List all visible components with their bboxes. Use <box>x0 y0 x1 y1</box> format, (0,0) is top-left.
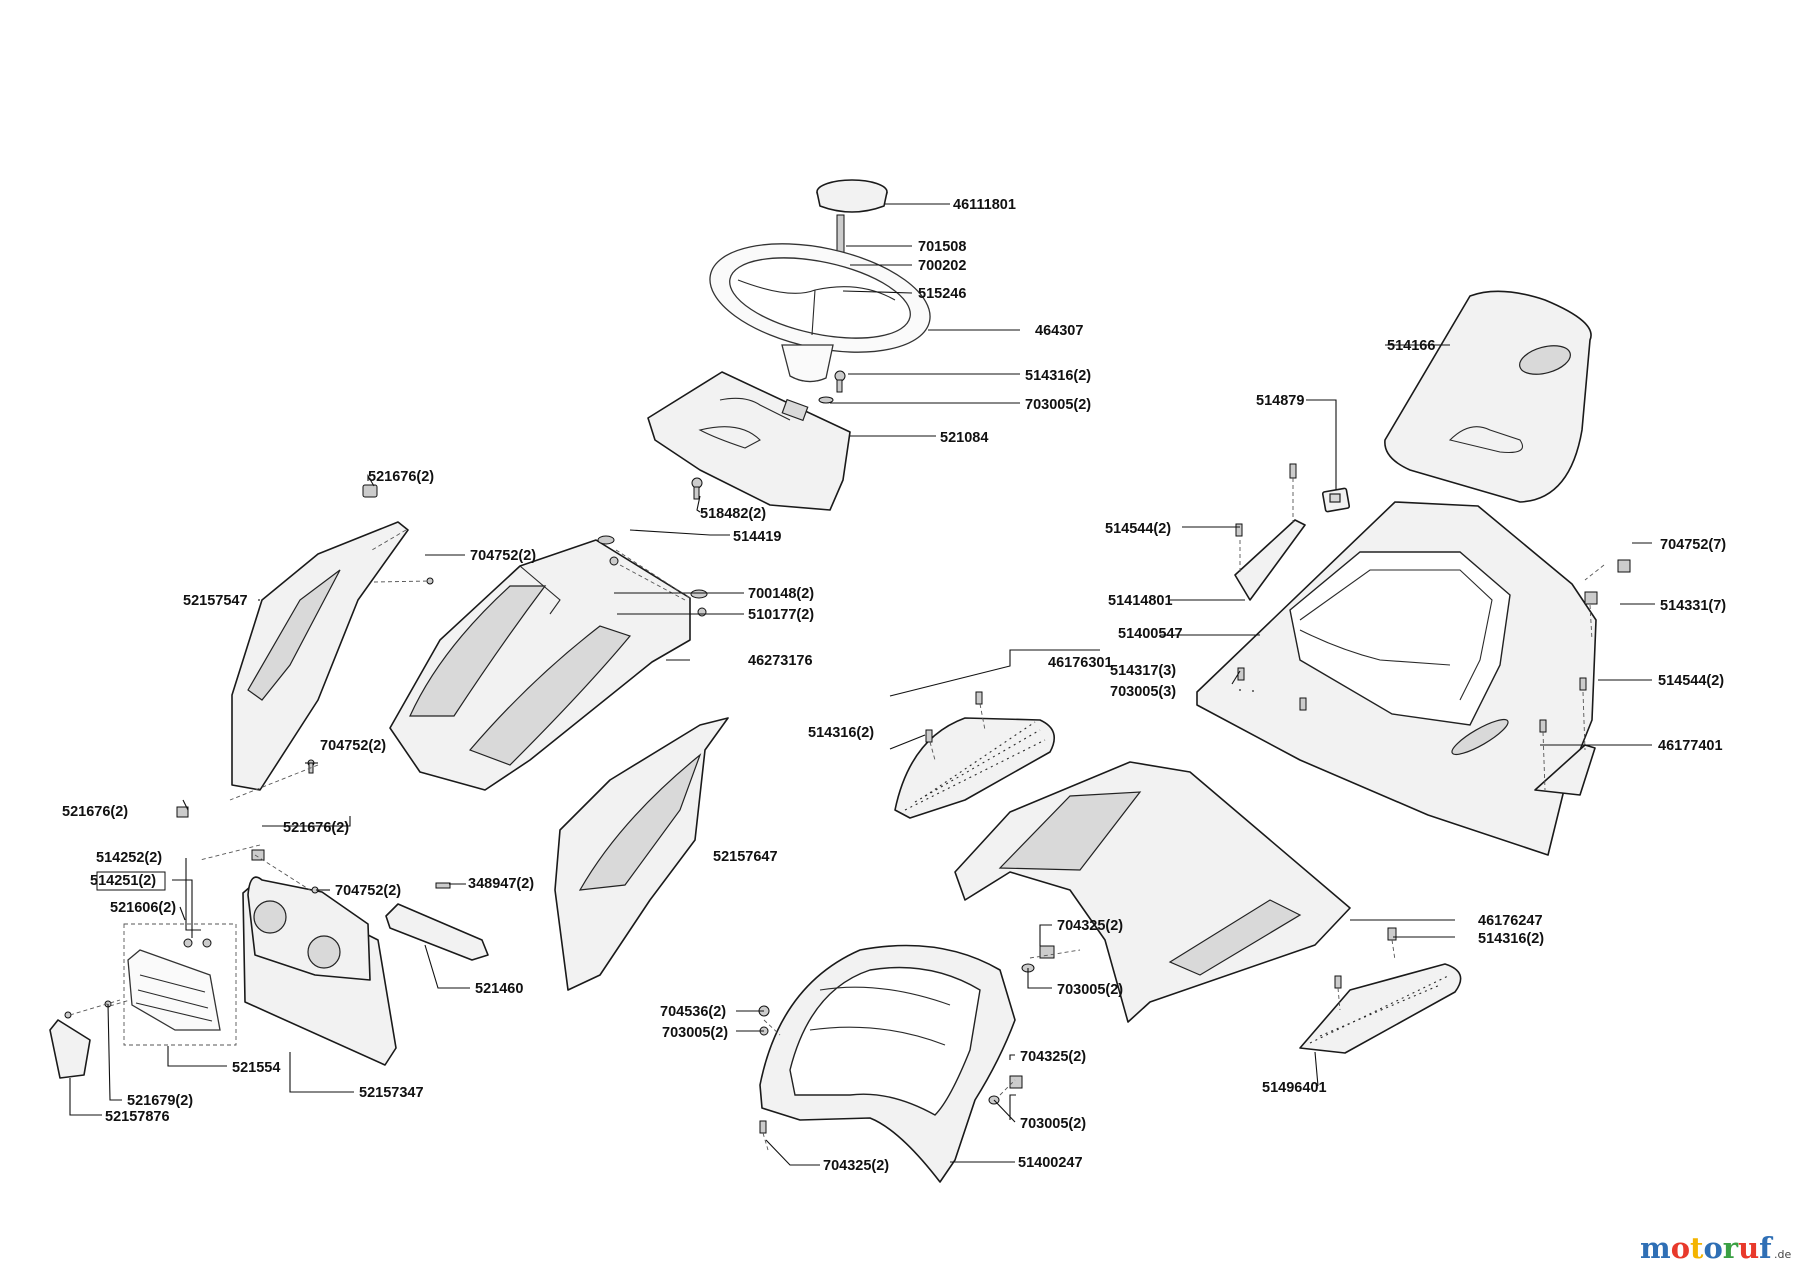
label-510177: 510177(2) <box>748 607 814 623</box>
label-514544-b: 514544(2) <box>1658 673 1724 689</box>
label-703005-c: 703005(2) <box>662 1025 728 1041</box>
rear-bracket-part <box>1234 519 1306 601</box>
front-emblem-part <box>49 1019 91 1079</box>
left-side-panel-part <box>231 521 409 791</box>
label-51414801: 51414801 <box>1108 593 1173 609</box>
label-514331: 514331(7) <box>1660 598 1726 614</box>
hood-washer-part <box>597 535 708 617</box>
seat-part <box>1384 290 1592 503</box>
front-body-part <box>759 944 1016 1183</box>
label-46176301: 46176301 <box>1048 655 1113 671</box>
label-704752-c: 704752(2) <box>335 883 401 899</box>
label-514879: 514879 <box>1256 393 1304 409</box>
dashboard-panel-part <box>647 371 851 511</box>
label-46111801: 46111801 <box>953 197 1016 213</box>
label-703005-low: 703005(2) <box>1057 982 1123 998</box>
label-51400547: 51400547 <box>1118 626 1183 642</box>
label-700148: 700148(2) <box>748 586 814 602</box>
headlight-lens-part <box>123 923 237 1046</box>
hood-part <box>389 539 691 791</box>
label-521676-c: 521676(2) <box>283 820 349 836</box>
part-number-labels: 46111801 701508 700202 515246 464307 514… <box>62 197 1726 1174</box>
label-701508: 701508 <box>918 239 966 255</box>
label-348947: 348947(2) <box>468 876 534 892</box>
label-704752-b: 704752(2) <box>320 738 386 754</box>
label-514251: 514251(2) <box>90 873 156 889</box>
label-700202: 700202 <box>918 258 966 274</box>
motoruf-logo: motoruf .de <box>1640 1231 1791 1265</box>
label-518482: 518482(2) <box>700 506 766 522</box>
label-52157647: 52157647 <box>713 849 778 865</box>
label-704536: 704536(2) <box>660 1004 726 1020</box>
label-703005-top: 703005(2) <box>1025 397 1091 413</box>
left-footrest-part <box>894 717 1056 819</box>
label-515246: 515246 <box>918 286 966 302</box>
label-52157547: 52157547 <box>183 593 248 609</box>
label-521554: 521554 <box>232 1060 280 1076</box>
label-703005-d: 703005(2) <box>1020 1116 1086 1132</box>
leader-lines <box>69 203 1655 1166</box>
steering-wheel-part <box>709 243 931 383</box>
label-521676-b: 521676(2) <box>62 804 128 820</box>
right-footrest-part <box>1299 963 1462 1054</box>
steering-cap-part <box>816 179 888 213</box>
label-704325-b: 704325(2) <box>1020 1049 1086 1065</box>
support-bracket-part <box>385 903 489 961</box>
label-514316-low: 514316(2) <box>1478 931 1544 947</box>
label-704752-a: 704752(2) <box>470 548 536 564</box>
label-521606: 521606(2) <box>110 900 176 916</box>
label-514317: 514317(3) <box>1110 663 1176 679</box>
label-704325-c: 704325(2) <box>823 1158 889 1174</box>
logo-tld: .de <box>1774 1248 1791 1261</box>
label-514316-top: 514316(2) <box>1025 368 1091 384</box>
label-704752-7: 704752(7) <box>1660 537 1726 553</box>
label-514544-a: 514544(2) <box>1105 521 1171 537</box>
label-521679: 521679(2) <box>127 1093 193 1109</box>
dashboard-screw-part <box>691 370 846 500</box>
label-514166: 514166 <box>1387 338 1435 354</box>
switch-part <box>1321 487 1351 513</box>
right-side-panel-part <box>554 717 729 991</box>
label-46273176: 46273176 <box>748 653 813 669</box>
label-514252: 514252(2) <box>96 850 162 866</box>
assembly-lines <box>69 478 1605 1151</box>
label-52157347: 52157347 <box>359 1085 424 1101</box>
label-521084: 521084 <box>940 430 988 446</box>
floor-pan-part <box>954 761 1351 1023</box>
logo-text: motoruf <box>1640 1231 1774 1265</box>
label-514251-box <box>96 871 166 891</box>
label-51496401: 51496401 <box>1262 1080 1327 1096</box>
label-52157876: 52157876 <box>105 1109 170 1125</box>
label-704325-a: 704325(2) <box>1057 918 1123 934</box>
label-514419: 514419 <box>733 529 781 545</box>
label-46177401: 46177401 <box>1658 738 1723 754</box>
front-grille-part <box>242 876 397 1066</box>
label-46176247: 46176247 <box>1478 913 1543 929</box>
label-51400247: 51400247 <box>1018 1155 1083 1171</box>
label-521676-a: 521676(2) <box>368 469 434 485</box>
label-464307: 464307 <box>1035 323 1083 339</box>
label-703005-mid: 703005(3) <box>1110 684 1176 700</box>
label-514316-mid: 514316(2) <box>808 725 874 741</box>
right-fender-part <box>1534 744 1596 796</box>
label-521460: 521460 <box>475 981 523 997</box>
